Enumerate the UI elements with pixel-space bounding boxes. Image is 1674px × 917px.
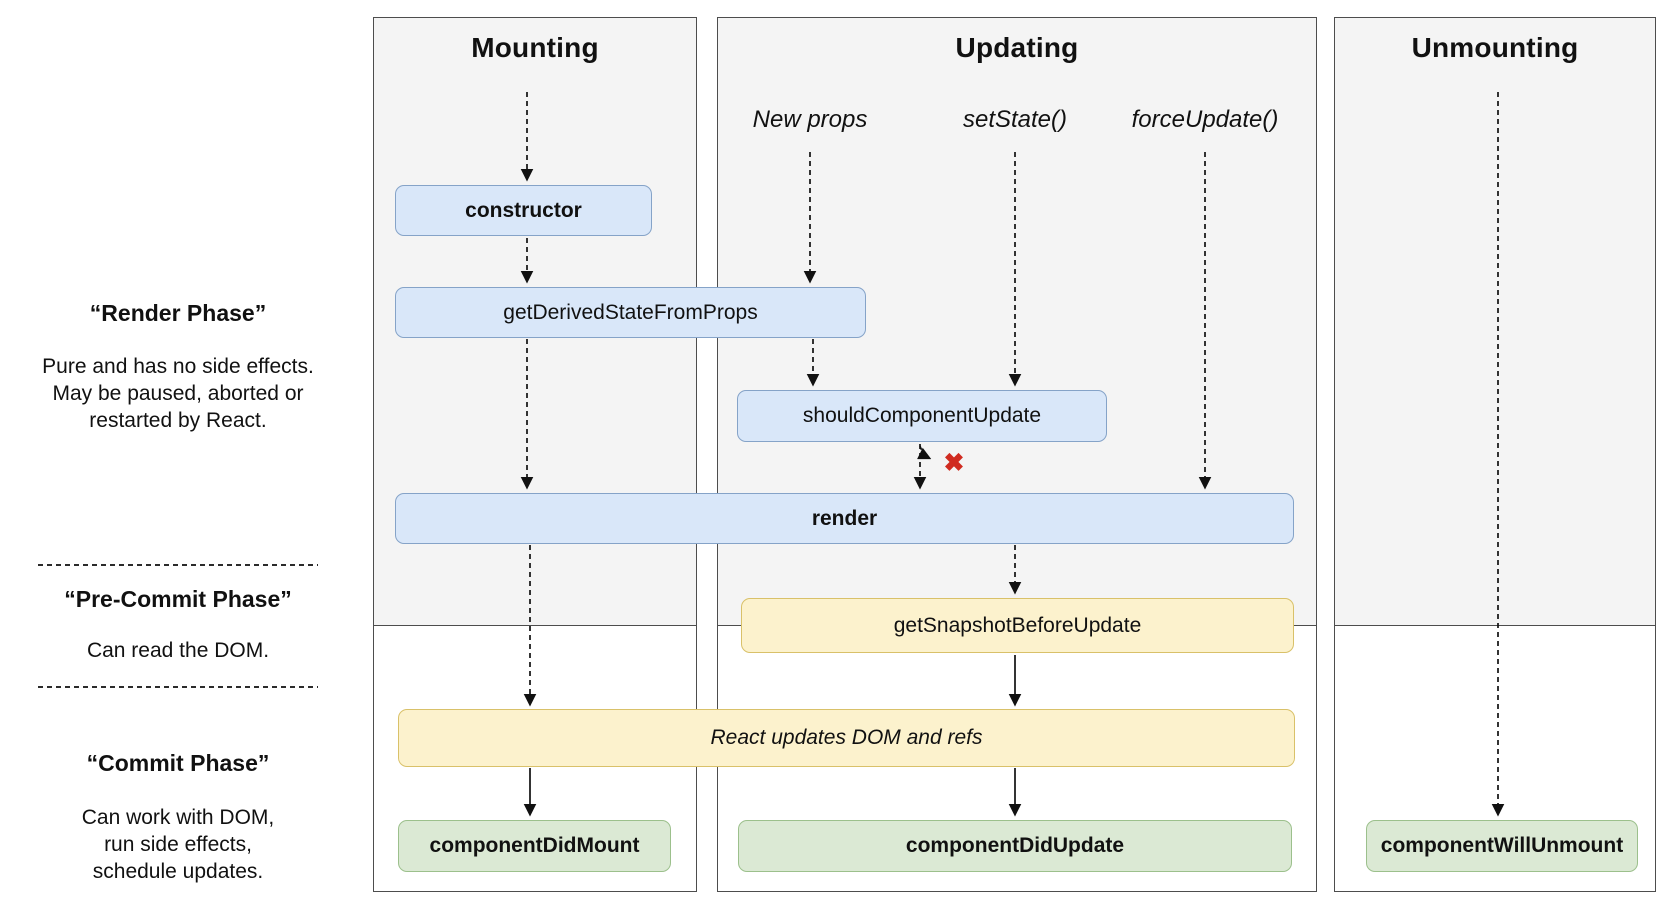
mounting-column-title: Mounting xyxy=(471,32,599,63)
phase-separator-line xyxy=(38,686,318,688)
render-box: render xyxy=(395,493,1294,544)
trigger-set-state: setState() xyxy=(962,106,1068,133)
component-did-update-box: componentDidUpdate xyxy=(738,820,1292,872)
react-updates-dom-box: React updates DOM and refs xyxy=(398,709,1295,767)
component-will-unmount-box: componentWillUnmount xyxy=(1366,820,1638,872)
unmounting-render-phase-area xyxy=(1335,18,1655,626)
trigger-force-update: forceUpdate() xyxy=(1131,106,1279,133)
component-did-mount-box: componentDidMount xyxy=(398,820,671,872)
render-phase-line: Pure and has no side effects. xyxy=(42,355,314,378)
commit-phase-line: run side effects, xyxy=(104,833,252,856)
pre-commit-phase-description: Can read the DOM. xyxy=(0,637,356,664)
render-phase-heading: “Render Phase” xyxy=(89,300,267,326)
trigger-new-props: New props xyxy=(752,106,868,133)
unmounting-column: Unmounting xyxy=(1334,17,1656,892)
pre-commit-phase-line: Can read the DOM. xyxy=(86,639,270,662)
get-snapshot-before-update-box: getSnapshotBeforeUpdate xyxy=(741,598,1294,653)
render-phase-line: restarted by React. xyxy=(89,409,267,432)
pre-commit-phase-heading: “Pre-Commit Phase” xyxy=(64,586,292,612)
unmounting-column-title: Unmounting xyxy=(1411,32,1579,63)
render-phase-line: May be paused, aborted or xyxy=(52,382,304,405)
constructor-box: constructor xyxy=(395,185,652,236)
commit-phase-description: Can work with DOM, run side effects, sch… xyxy=(0,804,356,885)
render-phase-description: Pure and has no side effects. May be pau… xyxy=(0,353,356,434)
phase-separator-line xyxy=(38,564,318,566)
should-component-update-box: shouldComponentUpdate xyxy=(737,390,1107,442)
commit-phase-heading: “Commit Phase” xyxy=(86,750,270,776)
commit-phase-line: Can work with DOM, xyxy=(81,806,275,829)
updating-column-title: Updating xyxy=(955,32,1079,63)
get-derived-state-from-props-box: getDerivedStateFromProps xyxy=(395,287,866,338)
commit-phase-line: schedule updates. xyxy=(92,860,264,883)
